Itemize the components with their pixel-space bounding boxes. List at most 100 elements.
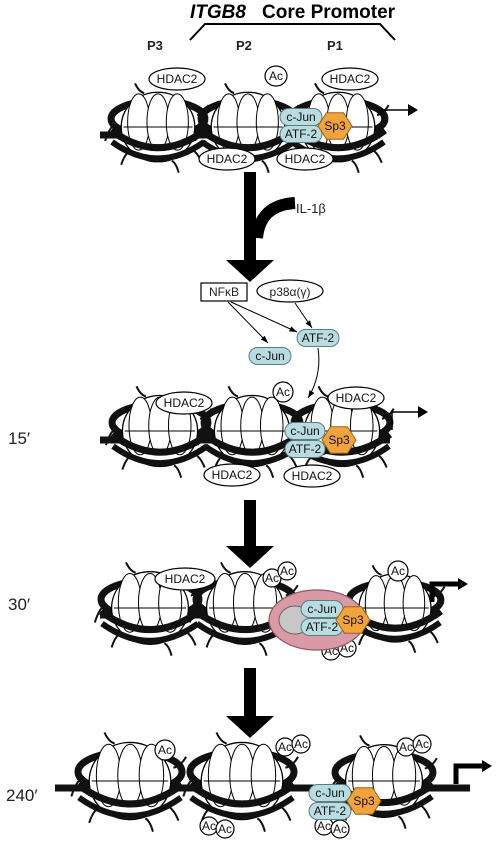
- ac-240-h: Ac: [317, 819, 331, 833]
- atf2-3: ATF-2: [314, 804, 347, 818]
- tss-arrow-2-head: [458, 578, 468, 590]
- histone-lobe: [402, 575, 426, 632]
- ac-240-e-shape: [412, 734, 432, 754]
- hdac2-15-top-right-shape: [327, 386, 385, 410]
- main-arrow-3-head: [226, 716, 274, 738]
- histone-tail: [227, 385, 239, 398]
- main-arrow-1-shaft: [244, 172, 256, 264]
- ac-240-d: Ac: [399, 740, 413, 754]
- nucleosome-p3-0: [104, 82, 210, 173]
- stimulus-branch: [251, 197, 296, 239]
- ac-240-i: Ac: [333, 822, 347, 836]
- ac-30-c: Ac: [391, 564, 405, 578]
- dna-wrap: [187, 781, 297, 808]
- cjun-free-shape: [248, 347, 292, 365]
- tss-arrow-3-head: [482, 760, 492, 772]
- histone-tail: [355, 464, 365, 478]
- ac-top-shape: [264, 65, 288, 87]
- tss-arrow-1: [391, 411, 418, 430]
- hdac2-30: HDAC2: [165, 572, 206, 586]
- dna-wrap: [108, 127, 208, 152]
- region-p3: P3: [147, 38, 163, 53]
- atf2-free-shape: [296, 329, 340, 347]
- main-arrow-2-head: [226, 546, 274, 568]
- title-rest: Core Promoter: [262, 2, 396, 23]
- ac-240-c: Ac: [294, 737, 308, 751]
- ac-top: Ac: [269, 69, 283, 83]
- atf2-2: ATF-2: [306, 620, 339, 634]
- histone-lobe: [229, 743, 255, 808]
- histone-tail: [163, 642, 173, 656]
- arrow-nfkb-cjun-head: [260, 335, 268, 343]
- atf2-1-shape: [284, 440, 326, 458]
- sp3-1-shape: [321, 426, 357, 454]
- histone-tail: [397, 815, 407, 829]
- histone-tail: [256, 817, 266, 832]
- dna-wrap: [110, 139, 206, 162]
- hdac2-15-bottom-right-shape: [283, 464, 341, 488]
- tss-arrow-3: [453, 763, 482, 784]
- nucleosome-p3-2: [93, 561, 204, 656]
- histone-tail: [258, 642, 268, 656]
- p38-label: p38α(γ): [270, 285, 311, 299]
- arrow-atf2-promoter-head: [308, 390, 315, 398]
- cjun-1-shape: [284, 422, 326, 440]
- histone-tail: [359, 734, 370, 747]
- histone-lobe: [138, 743, 165, 808]
- histone-tail: [144, 817, 154, 832]
- histone-lobe: [383, 575, 407, 632]
- ac-240-e: Ac: [415, 737, 429, 751]
- hdac2-top-left: HDAC2: [157, 72, 198, 86]
- histone-lobe: [259, 396, 284, 456]
- time-240: 240′: [6, 786, 38, 805]
- region-p2: P2: [236, 38, 252, 53]
- histone-tail: [317, 385, 329, 398]
- main-arrow-2-shaft: [244, 500, 256, 550]
- ac-30-c-shape: [387, 560, 409, 582]
- cjun-0: c-Jun: [286, 110, 315, 124]
- atf2-0: ATF-2: [285, 127, 318, 141]
- histone-tail: [134, 82, 145, 95]
- hdac2-bottom-left-shape: [198, 147, 256, 171]
- histone-lobe: [165, 93, 189, 151]
- hdac2-bottom-left: HDAC2: [207, 152, 248, 166]
- histone-lobe: [236, 93, 260, 151]
- hdac2-30-shape: [154, 567, 216, 591]
- sp3-0-shape: [317, 112, 353, 140]
- atf2-free: ATF-2: [302, 331, 335, 345]
- atf2-1: ATF-2: [289, 442, 322, 456]
- histone-tail: [103, 732, 116, 745]
- histone-lobe: [240, 396, 264, 456]
- ac-240-f: Ac: [202, 819, 216, 833]
- histone-tail: [371, 564, 382, 576]
- nucleosome-p2-0: [194, 82, 300, 173]
- time-30: 30′: [8, 595, 30, 614]
- ac-15: Ac: [276, 385, 290, 399]
- nucleosome-p2-2: [188, 561, 299, 656]
- hdac2-15-bottom-right: HDAC2: [292, 469, 333, 483]
- ac-30-b-shape: [277, 561, 297, 581]
- title-gene: ITGB8: [190, 2, 246, 23]
- arrow-nfkb-atf2-head: [289, 326, 297, 332]
- nfkb-box: [200, 282, 248, 302]
- sp3-2: Sp3: [342, 613, 364, 627]
- hdac2-15-bottom-left: HDAC2: [212, 468, 253, 482]
- arrow-nfkb-atf2: [230, 301, 298, 333]
- hdac2-15-top-left: HDAC2: [164, 396, 205, 410]
- dna-wrap: [98, 608, 202, 633]
- sp3-0: Sp3: [324, 119, 346, 133]
- dna-wrap: [189, 795, 295, 819]
- atf2-0-shape: [279, 125, 323, 143]
- nucleosome-p3-3: [70, 732, 187, 832]
- hdac2-bottom-right: HDAC2: [285, 152, 326, 166]
- hdac2-top-right: HDAC2: [330, 72, 371, 86]
- tss-arrow-0-head: [408, 104, 418, 116]
- sp3-3: Sp3: [353, 794, 375, 808]
- tss-arrow-0: [381, 109, 408, 128]
- tss-arrow-1-head: [418, 406, 428, 418]
- cjun-1: c-Jun: [290, 424, 319, 438]
- main-arrow-3-shaft: [244, 668, 256, 720]
- cjun-3: c-Jun: [315, 786, 344, 800]
- histone-tail: [171, 159, 180, 173]
- histone-lobe: [250, 743, 277, 808]
